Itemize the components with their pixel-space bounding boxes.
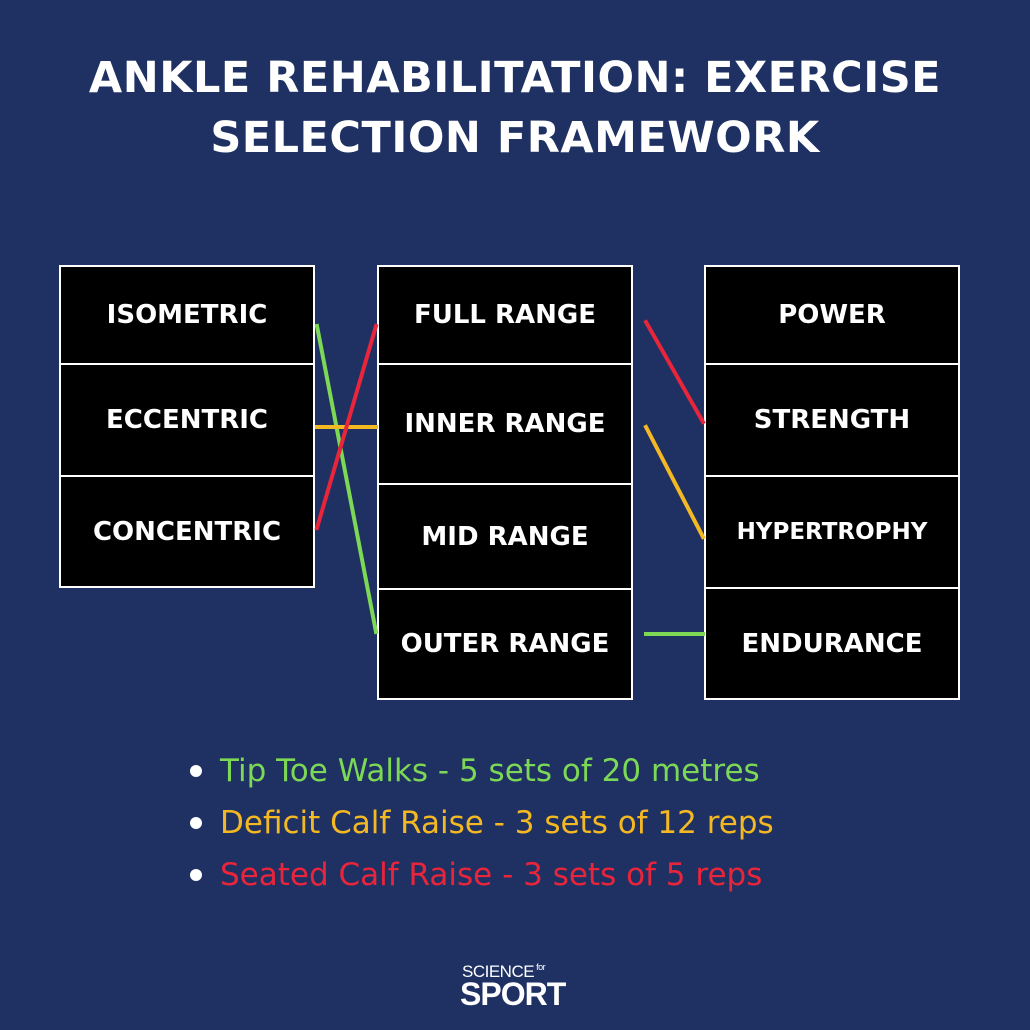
cell-endurance: ENDURANCE <box>706 587 958 698</box>
cell-inner-range: INNER RANGE <box>379 363 631 483</box>
range-of-motion-column: FULL RANGE INNER RANGE MID RANGE OUTER R… <box>377 265 633 700</box>
legend-label: Deficit Calf Raise - 3 sets of 12 reps <box>220 805 774 841</box>
title-line-1: ANKLE REHABILITATION: EXERCISE <box>88 53 942 103</box>
physical-quality-column: POWER STRENGTH HYPERTROPHY ENDURANCE <box>704 265 960 700</box>
cell-concentric: CONCENTRIC <box>61 475 313 586</box>
logo-science-text: SCIENCE <box>462 962 535 981</box>
bullet-icon <box>190 817 202 829</box>
bullet-icon <box>190 765 202 777</box>
bullet-icon <box>190 869 202 881</box>
contraction-type-column: ISOMETRIC ECCENTRIC CONCENTRIC <box>59 265 315 588</box>
legend-item-tip-toe-walks: Tip Toe Walks - 5 sets of 20 metres <box>190 745 774 797</box>
cell-mid-range: MID RANGE <box>379 483 631 588</box>
cell-full-range: FULL RANGE <box>413 300 597 330</box>
page-title: ANKLE REHABILITATION: EXERCISE SELECTION… <box>0 48 1030 168</box>
connector-seated-calf-raise <box>314 323 379 531</box>
cell-isometric: ISOMETRIC <box>106 300 268 330</box>
legend-label: Seated Calf Raise - 3 sets of 5 reps <box>220 857 763 893</box>
legend-item-seated-calf-raise: Seated Calf Raise - 3 sets of 5 reps <box>190 849 774 901</box>
cell-power: POWER <box>778 300 886 330</box>
cell-hypertrophy: HYPERTROPHY <box>706 475 958 587</box>
connector-tip-toe-walks <box>314 323 379 635</box>
cell-strength: STRENGTH <box>706 363 958 475</box>
cell-eccentric: ECCENTRIC <box>61 363 313 475</box>
connector-seated-calf-raise-2 <box>643 319 706 425</box>
logo-sport-text: SPORT <box>460 976 566 1012</box>
logo-for-text: for <box>536 962 546 972</box>
legend-label: Tip Toe Walks - 5 sets of 20 metres <box>220 753 760 789</box>
connector-deficit-calf-raise-2 <box>643 424 706 540</box>
exercise-legend: Tip Toe Walks - 5 sets of 20 metres Defi… <box>190 745 774 901</box>
cell-outer-range: OUTER RANGE <box>379 588 631 698</box>
title-line-2: SELECTION FRAMEWORK <box>210 113 820 163</box>
legend-item-deficit-calf-raise: Deficit Calf Raise - 3 sets of 12 reps <box>190 797 774 849</box>
